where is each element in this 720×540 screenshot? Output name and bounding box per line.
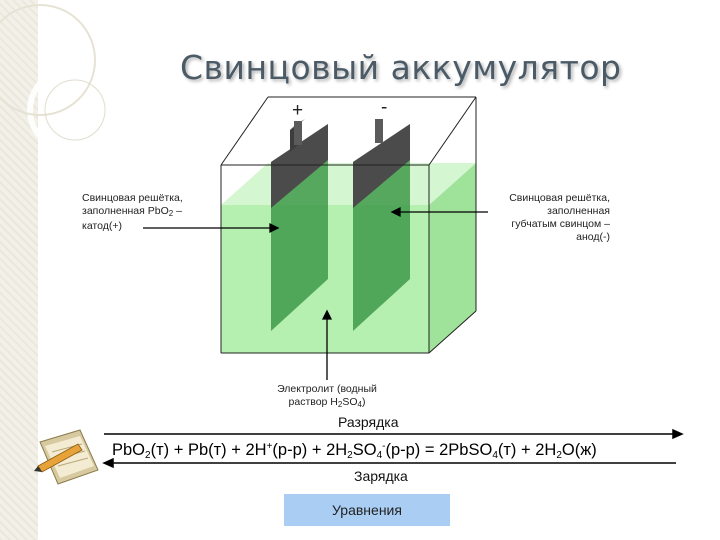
cathode-terminal-face: [294, 121, 302, 145]
book-icon: [34, 429, 99, 485]
decorative-side-strip: [0, 0, 38, 540]
plus-terminal-label: +: [292, 100, 304, 121]
equations-button[interactable]: Уравнения: [284, 494, 450, 526]
discharge-label: Разрядка: [338, 414, 399, 430]
electrolyte-side: [429, 163, 476, 353]
decorative-circles: [0, 4, 113, 153]
anode-terminal-face: [375, 119, 383, 143]
electrolyte-callout: Электролит (водный раствор H2SO4): [277, 383, 377, 409]
reaction-equation: PbO2(т) + Pb(т) + 2H+(р-р) + 2H2SO4-(р-р…: [112, 441, 597, 461]
anode-callout: Свинцовая решётка, заполненная губчатым …: [509, 192, 610, 243]
charge-label: Зарядка: [354, 468, 408, 484]
minus-terminal-label: -: [381, 97, 388, 118]
page-title: Свинцовый аккумулятор: [180, 48, 622, 87]
cathode-plate-top: [271, 124, 328, 208]
anode-plate-top: [353, 124, 410, 208]
cathode-callout: Свинцовая решётка, заполненная PbO2 – ка…: [82, 192, 183, 232]
